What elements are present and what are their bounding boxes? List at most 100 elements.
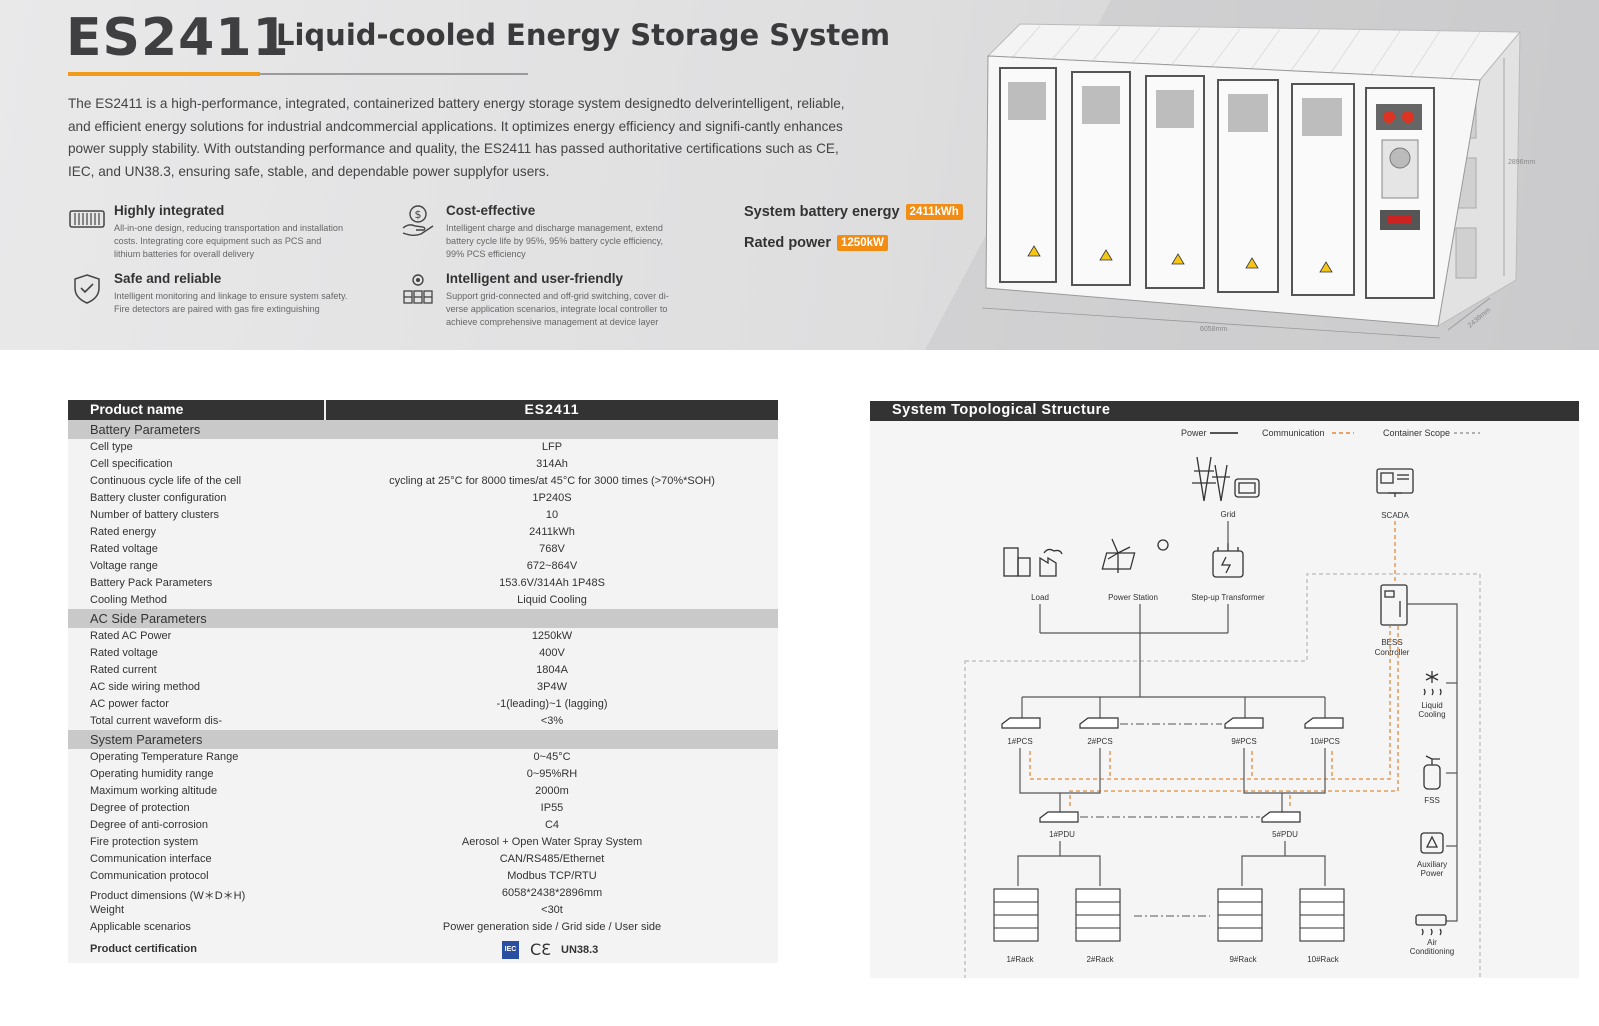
dimension-width: 2438mm <box>1467 307 1492 330</box>
table-row: Rated current 1804A <box>68 662 778 679</box>
parameter-value: 2411kWh <box>529 526 575 538</box>
gear-batteries-icon <box>403 274 433 304</box>
parameter-value: 768V <box>539 543 565 555</box>
pcs-units <box>1001 717 1344 729</box>
parameter-name: Maximum working altitude <box>90 785 218 797</box>
parameter-value: -1(leading)~1 (lagging) <box>496 698 608 710</box>
table-row: Battery cluster configuration 1P240S <box>68 490 778 507</box>
transformer-label: Step-up Transformer <box>1191 593 1265 602</box>
section-header: Battery Parameters <box>68 420 778 439</box>
parameter-name: Battery cluster configuration <box>90 492 227 504</box>
certification-marks: IEC CƐ UN38.3 <box>502 940 598 959</box>
title-divider <box>68 73 528 75</box>
legend-scope: Container Scope <box>1383 428 1450 438</box>
rack-label: 9#Rack <box>1229 955 1257 964</box>
table-header: Product name ES2411 <box>68 400 778 420</box>
section-header: AC Side Parameters <box>68 609 778 628</box>
table-row: Weight<30t <box>68 902 778 919</box>
power-station-icon <box>1101 538 1169 573</box>
parameter-value: LFP <box>541 441 563 453</box>
system-energy-badge: 2411kWh <box>905 204 963 220</box>
parameter-value: 1804A <box>536 664 568 676</box>
section-header: System Parameters <box>68 730 778 749</box>
header-product-value: ES2411 <box>524 401 580 417</box>
fire-extinguisher-icon <box>1423 755 1441 790</box>
parameter-value: IP55 <box>540 802 564 814</box>
parameter-name: Degree of anti-corrosion <box>90 819 209 831</box>
iec-logo: IEC <box>502 940 519 959</box>
auxiliary-label-2: Power <box>1421 869 1444 878</box>
pcs-icon <box>1079 717 1119 729</box>
topology-diagram: Power Communication Container Scope Grid… <box>964 428 1481 982</box>
bess-controller-icon <box>1380 584 1408 626</box>
dimension-length: 6058mm <box>1200 326 1227 333</box>
rack-label: 10#Rack <box>1307 955 1340 964</box>
parameter-value: <30t <box>541 904 563 916</box>
hero-banner: ES2411 Liquid-cooled Energy Storage Syst… <box>0 0 1599 350</box>
feature-title: Safe and reliable <box>114 271 222 286</box>
parameter-name: Rated energy <box>90 526 157 538</box>
dimension-height: 2896mm <box>1508 159 1535 166</box>
parameter-value: Aerosol + Open Water Spray System <box>461 836 643 848</box>
liquid-cooling-icon <box>1423 671 1442 696</box>
table-row: Total current waveform dis-<3% <box>68 713 778 730</box>
pdu-label: 5#PDU <box>1272 830 1298 839</box>
pcs-label: 9#PCS <box>1231 737 1256 746</box>
system-energy-label: System battery energy <box>744 204 900 220</box>
topology-header: System Topological Structure <box>870 401 1579 421</box>
parameter-name: Continuous cycle life of the cell <box>90 475 242 487</box>
grid-label: Grid <box>1220 510 1235 519</box>
table-row: Fire protection system Aerosol + Open Wat… <box>68 834 778 851</box>
hand-coin-icon: $ <box>402 205 434 236</box>
parameter-value: 1P240S <box>532 492 572 504</box>
feature-description: Intelligent monitoring and linkage to en… <box>114 291 348 314</box>
feature-title: Highly integrated <box>114 203 225 218</box>
parameter-value: cycling at 25°C for 8000 times/at 45°C f… <box>389 475 715 487</box>
parameter-value: <3% <box>540 715 564 727</box>
parameter-name: Rated voltage <box>90 543 158 555</box>
topology-panel: Power Communication Container Scope Grid… <box>870 421 1579 982</box>
pcs-icon <box>1304 717 1344 729</box>
parameter-name: Rated voltage <box>90 647 158 659</box>
parameter-name: Voltage range <box>90 560 158 572</box>
pcs-label: 10#PCS <box>1310 737 1340 746</box>
parameter-name: Operating humidity range <box>90 768 214 780</box>
parameter-value: Liquid Cooling <box>517 594 587 606</box>
parameter-value: 153.6V/314Ah 1P48S <box>499 577 605 589</box>
parameter-name: Degree of protection <box>90 802 190 814</box>
legend-communication: Communication <box>1262 428 1325 438</box>
bess-label-1: BESS <box>1381 638 1402 647</box>
table-row: Cell type LFP <box>68 439 778 456</box>
certification-row: Product certification IEC CƐ UN38.3 <box>68 936 778 963</box>
battery-modules-icon <box>69 210 105 228</box>
parameter-name: AC power factor <box>90 698 169 710</box>
parameter-name: Applicable scenarios <box>90 921 191 933</box>
parameter-name: Rated current <box>90 664 157 676</box>
table-row: Rated voltage 768V <box>68 541 778 558</box>
feature-title: Cost-effective <box>446 203 536 218</box>
rated-power-label: Rated power <box>744 235 832 251</box>
liquid-cooling-label-1: Liquid <box>1421 701 1442 710</box>
scada-icon <box>1376 468 1414 497</box>
parameter-name: AC side wiring method <box>90 681 201 693</box>
fss-label: FSS <box>1424 796 1440 805</box>
un38-mark: UN38.3 <box>561 943 599 956</box>
parameter-name: Fire protection system <box>90 836 199 848</box>
air-conditioning-label-2: Conditioning <box>1410 947 1454 956</box>
parameter-name: Operating Temperature Range <box>90 751 239 763</box>
parameter-name: Cell type <box>90 441 133 453</box>
auxiliary-power-icon <box>1420 832 1444 854</box>
title-divider-accent <box>68 72 260 76</box>
container-illustration: 6058mm 2438mm 2896mm <box>981 23 1535 339</box>
feature-title: Intelligent and user-friendly <box>446 271 624 286</box>
pdu-icon <box>1261 811 1301 823</box>
